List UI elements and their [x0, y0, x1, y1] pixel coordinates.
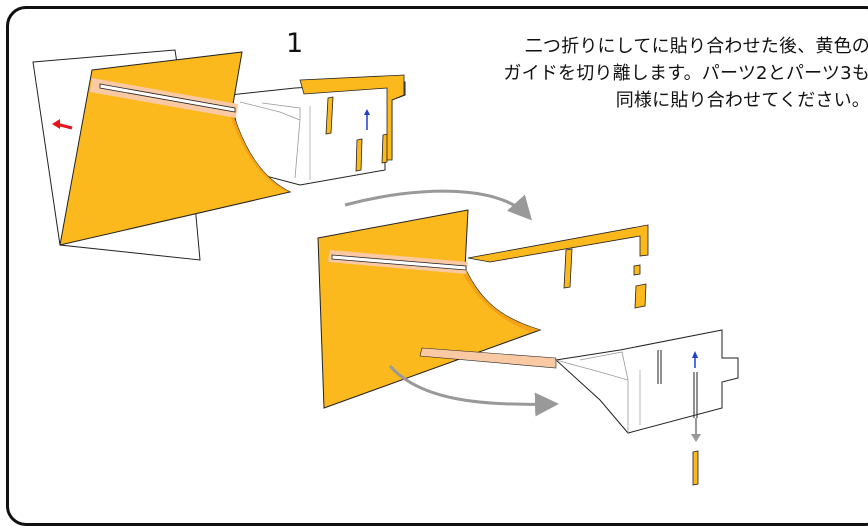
guide-sheet-illustration	[317, 209, 649, 409]
red-arrow-icon	[52, 119, 60, 129]
assembly-illustration	[32, 49, 739, 486]
instruction-line-3: 同様に貼り合わせてください。	[615, 90, 868, 111]
process-arrow	[388, 365, 559, 417]
finished-part-illustration	[554, 329, 739, 486]
blue-arrow-icon	[364, 109, 370, 115]
yellow-guide-tab	[355, 138, 363, 172]
fold-line	[261, 102, 301, 120]
yellow-guide-frame	[299, 74, 405, 161]
detached-yellow-strip	[692, 450, 699, 486]
yellow-guide-tab	[563, 248, 573, 289]
glue-strip	[419, 347, 557, 369]
cut-slot	[99, 83, 236, 113]
down-arrow-icon	[691, 434, 701, 442]
white-part-panel	[554, 329, 739, 434]
fold-line	[555, 359, 629, 433]
yellow-guide-tab	[633, 264, 641, 276]
process-arrow	[344, 189, 533, 221]
yellow-guide-tab	[325, 96, 334, 135]
folding-sheet-illustration	[32, 49, 406, 261]
yellow-guide-tab	[634, 283, 647, 309]
cut-slot	[331, 254, 467, 271]
fold-line	[579, 351, 629, 381]
fold-line	[239, 101, 301, 179]
yellow-guide-sheet	[317, 209, 542, 409]
instruction-text: 二つ折りにしてに貼り合わせた後、黄色の ガイドを切り離します。パーツ2とパーツ3…	[400, 33, 868, 114]
yellow-guide-tab	[381, 133, 389, 164]
yellow-guide-frame	[467, 224, 649, 263]
step-number: 1	[286, 28, 304, 59]
instruction-line-1: 二つ折りにしてに貼り合わせた後、黄色の	[524, 36, 868, 57]
blue-arrow-icon	[692, 351, 698, 358]
instruction-line-2: ガイドを切り離します。パーツ2とパーツ3も	[503, 63, 868, 84]
